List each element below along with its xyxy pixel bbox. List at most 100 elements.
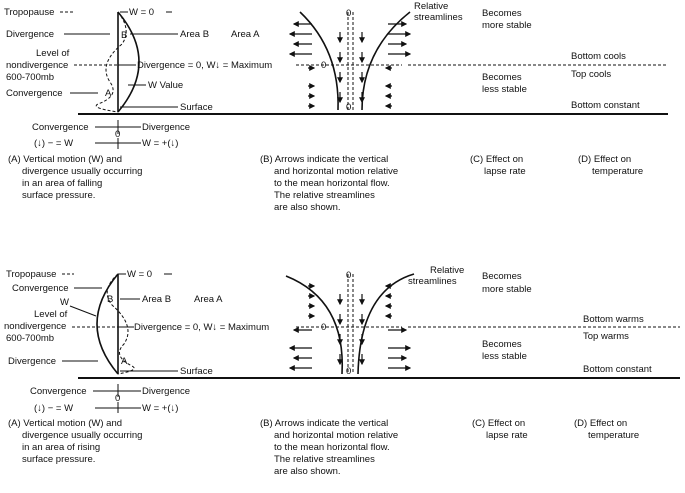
axis-zero: 0	[115, 129, 120, 140]
w-leader	[69, 305, 97, 317]
caption-line: lapse rate	[486, 430, 528, 441]
less-stable-2: less stable	[482, 84, 527, 95]
caption-line: are also shown.	[274, 202, 341, 213]
level-line1: Level of	[36, 48, 70, 59]
panel-rising: Tropopause W = 0 Convergence W B Area B …	[4, 265, 680, 477]
caption-line: temperature	[592, 166, 643, 177]
caption-line: in an area of falling	[22, 178, 102, 189]
surface-label: Surface	[180, 102, 213, 113]
bottom-warms: Bottom warms	[583, 314, 644, 325]
area-a-letter: A	[121, 356, 128, 367]
motion-arrows	[288, 21, 412, 109]
caption-line: (B) Arrows indicate the vertical	[260, 418, 388, 429]
w-value-curve	[96, 273, 119, 375]
caption-line: and horizontal motion relative	[274, 166, 398, 177]
caption-line: (C) Effect on	[470, 154, 523, 165]
streamlines-label: Relative streamlines	[408, 265, 467, 287]
surface-label: Surface	[180, 366, 213, 377]
level-line1: Level of	[34, 309, 68, 320]
more-stable-2: more stable	[482, 20, 532, 31]
less-stable-1: Becomes	[482, 72, 522, 83]
divergence-curve	[106, 273, 135, 375]
mid-text: Divergence = 0, W↓ = Maximum	[134, 322, 269, 333]
upper-label: Convergence	[12, 283, 69, 294]
axis-right-top: Divergence	[142, 386, 190, 397]
level-line3: 600-700mb	[6, 72, 54, 83]
area-a-text: Area A	[194, 294, 223, 305]
caption-line: to the mean horizontal flow.	[274, 442, 390, 453]
streamlines-line2: streamlines	[414, 12, 463, 23]
more-stable-1: Becomes	[482, 8, 522, 19]
level-line2: nondivergence	[6, 60, 68, 71]
less-stable-1: Becomes	[482, 339, 522, 350]
caption-line: lapse rate	[484, 166, 526, 177]
bottom-cools: Bottom cools	[571, 51, 626, 62]
streamlines-label: Relative streamlines	[414, 1, 463, 23]
caption-line: surface pressure.	[22, 190, 95, 201]
lower-label: Convergence	[6, 88, 63, 99]
caption-line: (D) Effect on	[578, 154, 631, 165]
w-value-label: W Value	[148, 80, 183, 91]
bottom-constant: Bottom constant	[571, 100, 640, 111]
area-b-letter: B	[107, 294, 113, 305]
tropopause-label: Tropopause	[6, 269, 56, 280]
streamline-zero-bottom: 0	[346, 366, 351, 377]
top-warms: Top warms	[583, 331, 629, 342]
caption-line: divergence usually occurring	[22, 430, 142, 441]
level-line3: 600-700mb	[6, 333, 54, 344]
streamline-zero-bottom: 0	[346, 102, 351, 113]
caption-line: The relative streamlines	[274, 190, 375, 201]
axis-left-top: Convergence	[30, 386, 87, 397]
caption-line: in an area of rising	[22, 442, 100, 453]
divergence-curve	[95, 11, 127, 113]
caption-line: are also shown.	[274, 466, 341, 477]
level-line2: nondivergence	[4, 321, 66, 332]
area-b-text: Area B	[180, 29, 209, 40]
streamline-right	[361, 11, 411, 111]
w-label: W	[60, 297, 69, 308]
axis-right-bottom: W = +(↓)	[142, 403, 178, 414]
caption-line: The relative streamlines	[274, 454, 375, 465]
caption-line: (D) Effect on	[574, 418, 627, 429]
axis-left-top: Convergence	[32, 122, 89, 133]
tropopause-label: Tropopause	[4, 7, 54, 18]
streamline-left	[285, 275, 344, 375]
less-stable-2: less stable	[482, 351, 527, 362]
caption-line: and horizontal motion relative	[274, 430, 398, 441]
caption-line: (A) Vertical motion (W) and	[8, 154, 122, 165]
caption-line: (B) Arrows indicate the vertical	[260, 154, 388, 165]
caption-line: surface pressure.	[22, 454, 95, 465]
area-b-letter: B	[121, 30, 127, 41]
lower-label: Divergence	[8, 356, 56, 367]
caption-line: (A) Vertical motion (W) and	[8, 418, 122, 429]
streamline-left	[299, 11, 339, 111]
bottom-constant: Bottom constant	[583, 364, 652, 375]
axis-right-bottom: W = +(↓)	[142, 138, 178, 149]
w-value-curve	[117, 11, 140, 113]
caption-line: to the mean horizontal flow.	[274, 178, 390, 189]
w-zero-label: W = 0	[129, 7, 154, 18]
axis-left-bottom: (↓) − = W	[34, 403, 73, 414]
upper-label: Divergence	[6, 29, 54, 40]
streamline-right	[357, 273, 415, 375]
axis-zero: 0	[115, 393, 120, 404]
motion-arrows	[288, 283, 412, 371]
more-stable-2: more stable	[482, 284, 532, 295]
w-zero-label: W = 0	[127, 269, 152, 280]
streamlines-line2: streamlines	[408, 276, 457, 287]
mid-text: Divergence = 0, W↓ = Maximum	[137, 60, 272, 71]
caption-line: temperature	[588, 430, 639, 441]
axis-left-bottom: (↓) − = W	[34, 138, 73, 149]
top-cools: Top cools	[571, 69, 611, 80]
panel-falling: Tropopause W = 0 Divergence B Area B Are…	[4, 1, 668, 213]
streamlines-line1: Relative	[430, 265, 464, 276]
area-b-text: Area B	[142, 294, 171, 305]
